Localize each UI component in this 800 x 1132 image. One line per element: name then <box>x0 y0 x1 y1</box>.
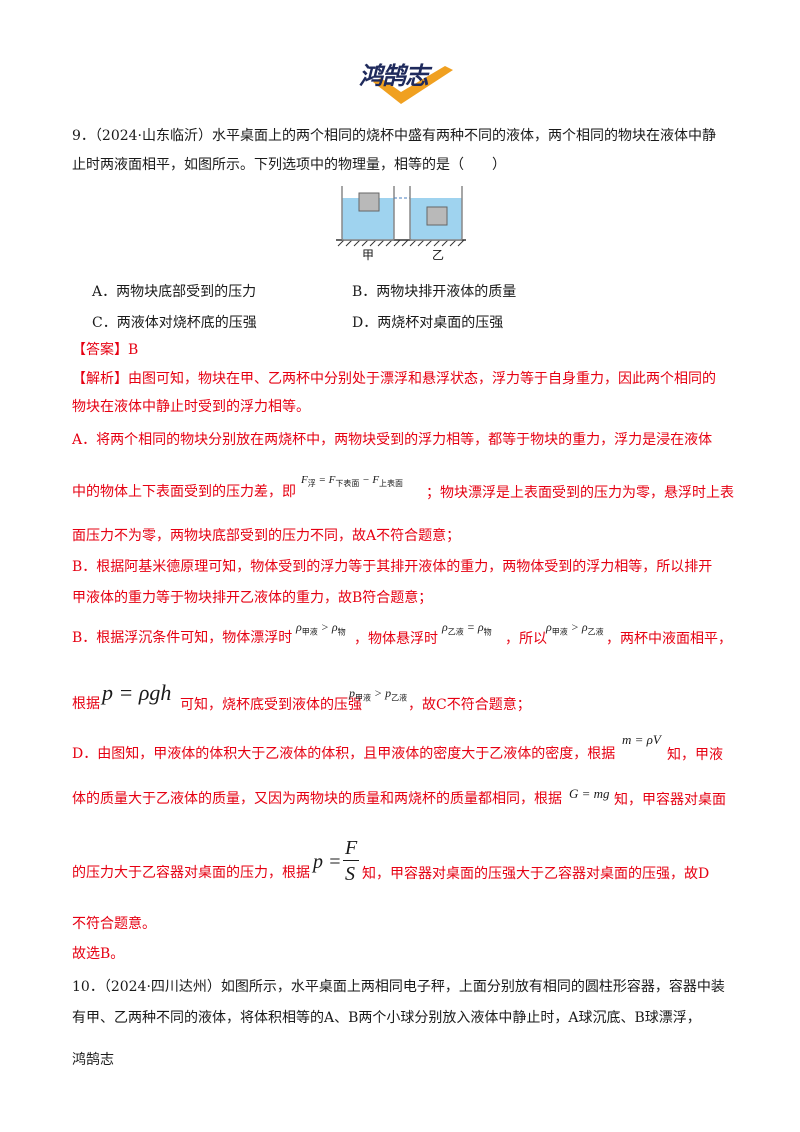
figure-label-right: 乙 <box>432 248 445 262</box>
footer-brand: 鸿鹄志 <box>72 1052 114 1068</box>
q9-answer: 【答案】B <box>72 342 139 358</box>
analysis-a-line2b: ；物块漂浮是上表面受到的压力为零，悬浮时上表 <box>426 485 734 501</box>
q9-figure: 甲 乙 <box>334 180 468 264</box>
header-logo: 鸿鹄志 <box>355 52 467 108</box>
formula-p-jia-gt-yi: p甲液 > p乙液 <box>349 686 408 703</box>
analysis-b2-b: ，物体悬浮时 <box>354 631 438 647</box>
q10-text-line1: 10．（2024·四川达州）如图所示，水平桌面上两相同电子秤，上面分别放有相同的… <box>72 979 725 995</box>
formula-rho-jia-gt-yi: ρ甲液 > ρ乙液 <box>546 620 604 637</box>
formula-rho-yi-eq-wu: ρ乙液 = ρ物 <box>442 620 492 637</box>
formula-p-rgh: p = ρgh <box>102 680 172 705</box>
analysis-d-line2b: 知，甲容器对桌面 <box>614 792 726 808</box>
analysis-a-line3: 面压力不为零，两物块底部受到的压力不同，故A不符合题意； <box>72 528 461 544</box>
analysis-c-c: ，故C不符合题意； <box>408 697 531 713</box>
formula-buoyancy-difference: F浮 = F下表面 − F上表面 <box>301 474 404 489</box>
analysis-p1-line2: 物块在液体中静止时受到的浮力相等。 <box>72 399 310 415</box>
q9-option-b: B．两物块排开液体的质量 <box>352 284 517 300</box>
analysis-b1-line2: 甲液体的重力等于物块排开乙液体的重力，故B符合题意； <box>72 590 433 606</box>
analysis-a-line1: A．将两个相同的物块分别放在两烧杯中，两物块受到的浮力相等，都等于物块的重力，浮… <box>72 432 713 448</box>
analysis-a-line2a: 中的物体上下表面受到的压力差，即 <box>72 484 296 500</box>
analysis-p1-line1: 【解析】由图可知，物块在甲、乙两杯中分别处于漂浮和悬浮状态，浮力等于自身重力，因… <box>72 371 716 387</box>
analysis-conclusion: 故选B。 <box>72 946 125 962</box>
analysis-d-line3a: 的压力大于乙容器对桌面的压力，根据 <box>72 865 310 881</box>
formula-rho-jia-gt-wu: ρ甲液 > ρ物 <box>296 620 346 637</box>
analysis-b2-a: B．根据浮沉条件可知，物体漂浮时 <box>72 630 293 646</box>
analysis-d-line1a: D．由图知，甲液体的体积大于乙液体的体积，且甲液体的密度大于乙液体的密度，根据 <box>72 746 616 762</box>
logo-text: 鸿鹄志 <box>359 62 429 90</box>
q9-text-line1: 9．（2024·山东临沂）水平桌面上的两个相同的烧杯中盛有两种不同的液体，两个相… <box>72 128 716 144</box>
analysis-c-b: 可知，烧杯底受到液体的压强 <box>180 697 362 713</box>
analysis-d-line3b: 知，甲容器对桌面的压强大于乙容器对桌面的压强，故D <box>362 866 710 882</box>
q9-option-a: A．两物块底部受到的压力 <box>92 284 257 300</box>
q9-text-line2: 止时两液面相平，如图所示。下列选项中的物理量，相等的是（ ） <box>72 157 506 173</box>
analysis-c-a: 根据 <box>72 696 100 712</box>
q10-text-line2: 有甲、乙两种不同的液体，将体积相等的A、B两个小球分别放入液体中静止时，A球沉底… <box>72 1010 701 1026</box>
beakers-figure <box>336 186 466 247</box>
analysis-b2-d: ，两杯中液面相平， <box>606 631 732 647</box>
analysis-d-line2a: 体的质量大于乙液体的质量，又因为两物块的质量和两烧杯的质量都相同，根据 <box>72 791 562 807</box>
analysis-d-line4: 不符合题意。 <box>72 916 156 932</box>
q9-option-c: C．两液体对烧杯底的压强 <box>92 315 257 331</box>
analysis-b1-line1: B．根据阿基米德原理可知，物体受到的浮力等于其排开液体的重力，两物体受到的浮力相… <box>72 559 713 575</box>
figure-label-left: 甲 <box>362 248 375 262</box>
analysis-d-line1b: 知，甲液 <box>667 747 723 763</box>
formula-g-mg: G = mg <box>569 786 610 801</box>
q9-option-d: D．两烧杯对桌面的压强 <box>352 315 504 331</box>
logo-check-icon <box>373 66 453 104</box>
formula-m-rho-v: m = ρV <box>622 732 661 747</box>
analysis-b2-c: ，所以 <box>505 631 547 647</box>
